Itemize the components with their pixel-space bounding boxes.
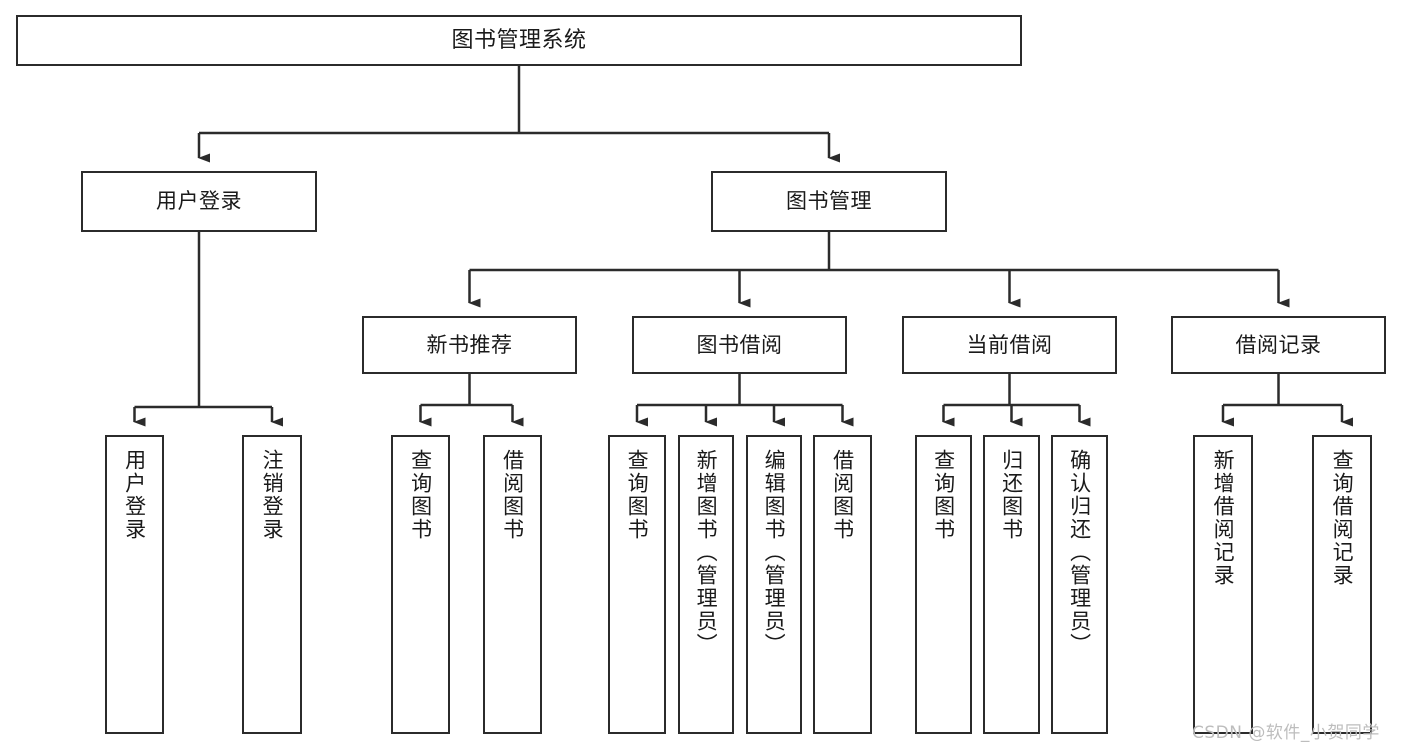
node-label: 新增借阅记录 (1211, 449, 1236, 587)
leaf-user-login[interactable]: 用户登录 (105, 435, 164, 734)
node-label: 查询图书 (408, 449, 433, 541)
node-book-borrow[interactable]: 图书借阅 (632, 316, 847, 374)
node-label: 确认归还（管理员） (1067, 449, 1092, 656)
node-new-book-recommend[interactable]: 新书推荐 (362, 316, 577, 374)
leaf-logout[interactable]: 注销登录 (242, 435, 302, 734)
node-label: 查询图书 (625, 449, 650, 541)
node-label: 借阅记录 (1235, 332, 1322, 357)
node-label: 新书推荐 (426, 332, 513, 357)
node-label: 图书管理系统 (451, 27, 587, 53)
node-label: 归还图书 (999, 449, 1024, 541)
leaf-query-book-borrow[interactable]: 查询图书 (608, 435, 666, 734)
node-current-borrow[interactable]: 当前借阅 (902, 316, 1117, 374)
node-label: 图书借阅 (696, 332, 783, 357)
node-label: 新增图书（管理员） (694, 449, 719, 656)
leaf-confirm-return-admin[interactable]: 确认归还（管理员） (1051, 435, 1108, 734)
node-label: 借阅图书 (830, 449, 855, 541)
node-label: 编辑图书（管理员） (762, 449, 787, 656)
node-label: 图书管理 (786, 189, 872, 214)
node-book-manage[interactable]: 图书管理 (711, 171, 947, 232)
node-borrow-record[interactable]: 借阅记录 (1171, 316, 1386, 374)
leaf-borrow-book-new[interactable]: 借阅图书 (483, 435, 542, 734)
node-label: 注销登录 (260, 449, 285, 541)
node-label: 用户登录 (122, 449, 147, 541)
leaf-edit-book-admin[interactable]: 编辑图书（管理员） (746, 435, 802, 734)
leaf-query-borrow-record[interactable]: 查询借阅记录 (1312, 435, 1372, 734)
node-label: 查询借阅记录 (1330, 449, 1355, 587)
leaf-add-borrow-record[interactable]: 新增借阅记录 (1193, 435, 1253, 734)
leaf-borrow-book[interactable]: 借阅图书 (813, 435, 872, 734)
node-label: 查询图书 (931, 449, 956, 541)
leaf-return-book[interactable]: 归还图书 (983, 435, 1040, 734)
node-user-login[interactable]: 用户登录 (81, 171, 317, 232)
node-label: 当前借阅 (966, 332, 1053, 357)
node-root-system[interactable]: 图书管理系统 (16, 15, 1022, 66)
watermark-text: CSDN @软件_小贺同学 (1192, 723, 1380, 743)
node-label: 用户登录 (156, 189, 242, 214)
node-label: 借阅图书 (500, 449, 525, 541)
leaf-query-book-current[interactable]: 查询图书 (915, 435, 972, 734)
leaf-add-book-admin[interactable]: 新增图书（管理员） (678, 435, 734, 734)
leaf-query-book-new[interactable]: 查询图书 (391, 435, 450, 734)
